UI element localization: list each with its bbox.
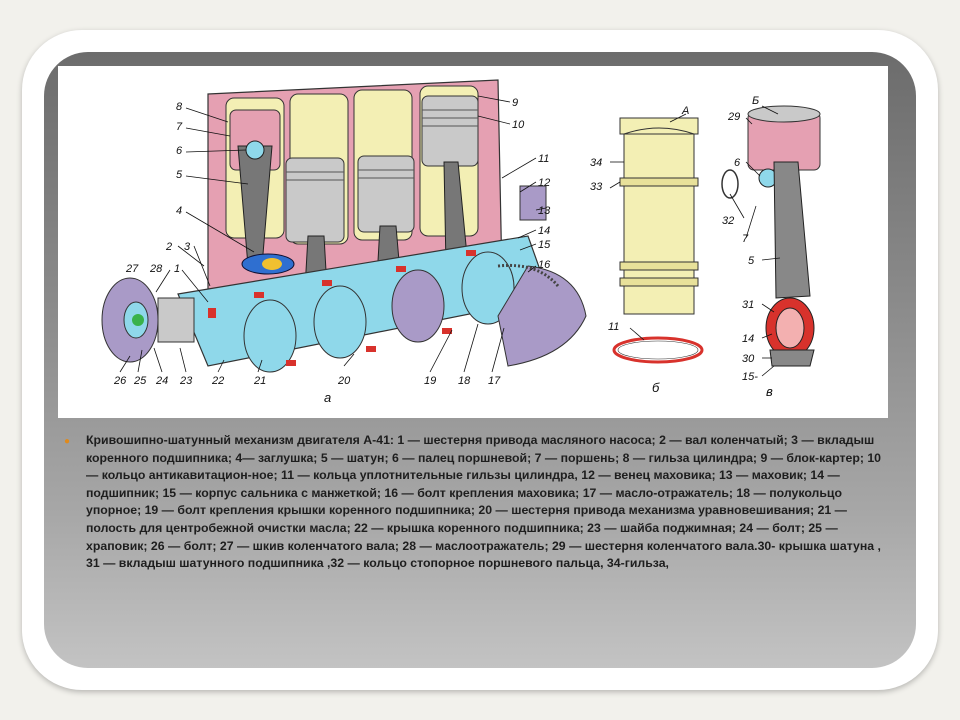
callout-15b: 15-: [742, 371, 758, 383]
callout-10: 10: [512, 119, 525, 131]
callout-12: 12: [538, 177, 550, 189]
group-label-a: а: [324, 390, 331, 405]
callout-33: 33: [590, 181, 603, 193]
callout-26: 26: [113, 375, 127, 387]
callout-6: 6: [176, 145, 183, 157]
callout-14b: 14: [742, 333, 754, 345]
callout-24: 24: [155, 375, 168, 387]
piston-rod-assembly: [721, 105, 821, 367]
callout-14: 14: [538, 225, 550, 237]
callout-5: 5: [176, 169, 183, 181]
callout-34: 34: [590, 157, 602, 169]
callout-3: 3: [184, 241, 191, 253]
callout-22: 22: [211, 375, 224, 387]
callout-17: 17: [488, 375, 501, 387]
callout-B: Б: [752, 95, 759, 107]
callout-11: 11: [538, 153, 549, 165]
callout-1: 1: [174, 263, 180, 275]
callout-29: 29: [727, 111, 740, 123]
callout-7b: 7: [742, 233, 749, 245]
callout-20: 20: [337, 375, 351, 387]
callout-25: 25: [133, 375, 147, 387]
callout-31: 31: [742, 299, 754, 311]
bullet-icon: ●: [64, 436, 71, 447]
cylinder-liner-assembly: [612, 117, 704, 364]
callout-2: 2: [165, 241, 172, 253]
callout-11b: 11: [608, 321, 619, 333]
callout-16: 16: [538, 259, 551, 271]
callout-18: 18: [458, 375, 471, 387]
engine-block-assembly: [101, 79, 587, 373]
callout-15: 15: [538, 239, 551, 251]
callout-30: 30: [742, 353, 755, 365]
callout-A: А: [681, 105, 689, 117]
group-label-v: в: [766, 384, 773, 399]
caption-text: Кривошипно-шатунный механизм двигателя А…: [86, 433, 882, 571]
callout-32: 32: [722, 215, 734, 227]
callout-7: 7: [176, 121, 183, 133]
callout-5b: 5: [748, 255, 755, 267]
callout-6b: 6: [734, 157, 741, 169]
callout-9: 9: [512, 97, 518, 109]
callout-8: 8: [176, 101, 183, 113]
callout-27: 27: [125, 263, 139, 275]
callout-28: 28: [149, 263, 163, 275]
engine-diagram: 8 7 6 5 4 2 3 27 28 1 26 25 24 23 22 21 …: [58, 66, 888, 418]
callout-19: 19: [424, 375, 436, 387]
callout-23: 23: [179, 375, 193, 387]
group-label-b: б: [652, 380, 660, 395]
callout-21: 21: [253, 375, 266, 387]
callout-13: 13: [538, 205, 551, 217]
callout-4: 4: [176, 205, 182, 217]
caption-block: ● Кривошипно-шатунный механизм двигателя…: [64, 432, 884, 573]
